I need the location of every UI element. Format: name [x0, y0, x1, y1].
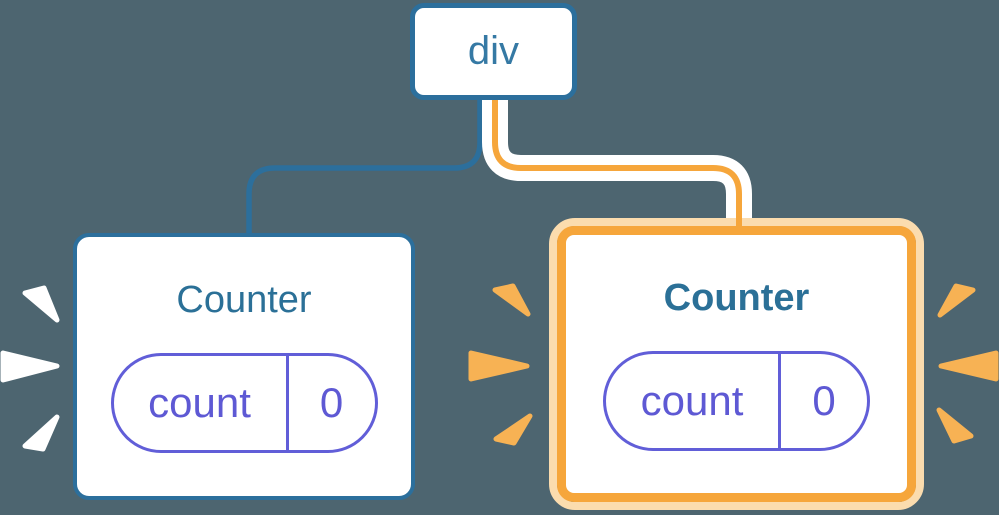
connector-orange [492, 98, 742, 219]
counter-card-right-border: Counter count 0 [557, 226, 916, 502]
counter-title: Counter [663, 277, 810, 319]
sparkle-icon-white-top [22, 285, 60, 323]
sparkle-icon-white-middle [0, 350, 60, 383]
sparkle-icon-orange-right-top [937, 283, 976, 318]
state-value-cell: 0 [778, 354, 867, 448]
state-key: count [148, 379, 251, 426]
state-key-cell: count [606, 354, 778, 448]
connector-orange-casing [482, 98, 752, 219]
counter-title: Counter [176, 279, 312, 321]
state-value: 0 [812, 377, 836, 424]
sparkle-icon-orange-right-bottom [936, 407, 974, 444]
sparkle-icon-white-bottom [22, 414, 60, 452]
state-pill: count 0 [110, 353, 378, 453]
sparkle-icon-orange-right-middle [938, 350, 999, 382]
counter-card-left: Counter count 0 [73, 233, 415, 500]
counter-card-right: Counter count 0 [549, 218, 924, 510]
sparkle-icon-orange-left-top [492, 283, 531, 317]
state-value-cell: 0 [285, 356, 375, 450]
state-pill: count 0 [603, 351, 870, 451]
connector-orange-stub [736, 216, 742, 232]
counter-card-left-content: Counter count 0 [77, 237, 411, 496]
state-value: 0 [319, 379, 344, 426]
counter-card-right-content: Counter count 0 [566, 235, 907, 493]
root-node-label: div [467, 29, 520, 73]
root-node: div [410, 3, 577, 100]
state-key-cell: count [114, 356, 286, 450]
connector-blue [246, 98, 483, 236]
sparkle-icon-orange-left-middle [468, 350, 530, 382]
sparkle-icon-orange-left-bottom [493, 413, 533, 446]
state-key: count [640, 377, 744, 424]
